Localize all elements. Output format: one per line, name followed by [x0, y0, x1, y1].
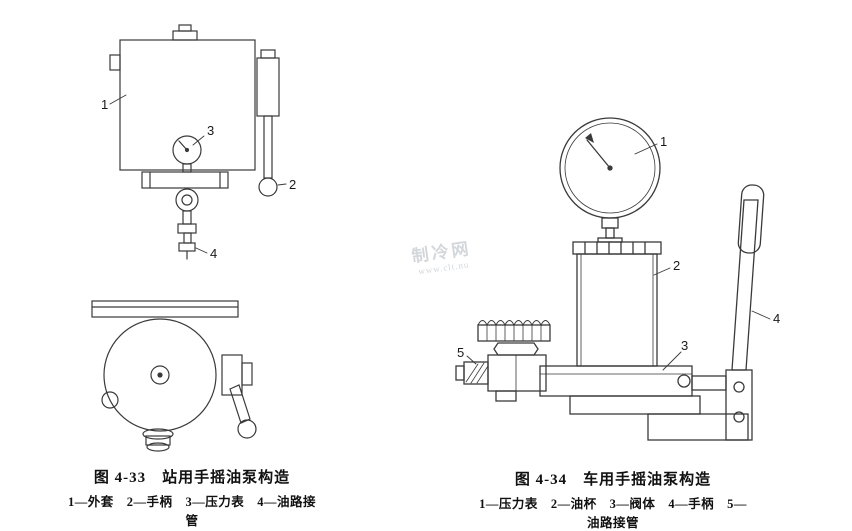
- plan-handle-knob: [237, 419, 257, 439]
- fig33-callout-2: 2: [289, 177, 296, 192]
- fig33-drawing: 1 2 3 4: [91, 24, 296, 452]
- handle-grip: [737, 184, 765, 254]
- fig33-leader-lines: [109, 94, 287, 254]
- filler-cap-top: [178, 24, 192, 32]
- fig34-oil-cup: [572, 241, 662, 367]
- handle-rod: [731, 199, 759, 371]
- fig34-caption: 图 4-34 车用手摇油泵构造 1—压力表 2—油杯 3—阀体 4—手柄 5—油…: [477, 468, 749, 531]
- fig33-caption: 图 4-33 站用手摇油泵构造 1—外套 2—手柄 3—压力表 4—油路接管: [62, 466, 322, 529]
- handle-knob: [258, 177, 278, 197]
- fig34-callout-5: 5: [457, 345, 464, 360]
- valve-block: [539, 365, 693, 397]
- plan-cap: [142, 428, 174, 440]
- bracket-hole: [733, 381, 745, 393]
- base-foot: [647, 413, 749, 441]
- fig34-caption-parts: 1—压力表 2—油杯 3—阀体 4—手柄 5—油路接管: [479, 497, 747, 530]
- pipe-step: [455, 365, 465, 381]
- gauge-needle: [586, 139, 611, 169]
- fig34-callout-1: 1: [660, 134, 667, 149]
- fig33-callout-3: 3: [207, 123, 214, 138]
- casing-lug: [109, 54, 121, 71]
- union-fitting: [175, 188, 199, 212]
- gauge-stem: [182, 163, 192, 173]
- fig33-callout-4: 4: [210, 246, 217, 261]
- fig33-front-view: [109, 24, 280, 260]
- hex-nut: [177, 223, 197, 234]
- base-tier: [569, 395, 701, 415]
- plan-plate: [91, 300, 239, 318]
- threaded-pipe: [463, 361, 489, 385]
- pipe-section: [182, 210, 192, 225]
- fig33-callout-1: 1: [101, 97, 108, 112]
- fig33-plan-view: [91, 300, 257, 452]
- cup-bolt-flange: [572, 241, 662, 255]
- link-arm: [691, 375, 727, 391]
- fig34-caption-title: 图 4-34 车用手摇油泵构造: [514, 472, 712, 488]
- outer-casing: [119, 39, 256, 171]
- fig34-handle: [725, 184, 765, 441]
- cup-body: [576, 253, 658, 367]
- gauge-needle: [178, 140, 188, 151]
- hex-nut: [493, 342, 539, 356]
- plan-handle-mount: [221, 354, 243, 396]
- fig34-callout-4: 4: [773, 311, 780, 326]
- fig34-drawing: 1 2 3 4 5: [455, 117, 780, 441]
- fig34-callout-2: 2: [673, 258, 680, 273]
- fig34-oil-line-connection: [455, 320, 551, 402]
- plan-lug: [101, 391, 119, 409]
- valve-housing: [487, 354, 547, 392]
- gauge-stem: [601, 217, 619, 229]
- fig34-pressure-gauge: [559, 117, 661, 243]
- handle-lever: [263, 115, 273, 179]
- valve-tail: [495, 390, 517, 402]
- fig34-leader-lines: [466, 143, 771, 371]
- filler-cap: [172, 30, 198, 41]
- pivot-hole: [677, 374, 691, 388]
- plan-handle-lever: [229, 384, 251, 424]
- handle-mount-cap: [260, 49, 276, 59]
- base-plate: [141, 171, 229, 189]
- handle-mount: [256, 57, 280, 117]
- pipe-end-fitting: [178, 242, 196, 252]
- fig34-valve-body: [539, 365, 749, 441]
- plan-body-circle: [103, 318, 217, 432]
- fig33-caption-parts: 1—外套 2—手柄 3—压力表 4—油路接管: [67, 495, 316, 528]
- bracket-hole: [733, 411, 745, 423]
- fig33-caption-title: 图 4-33 站用手摇油泵构造: [93, 470, 291, 486]
- fig34-callout-3: 3: [681, 338, 688, 353]
